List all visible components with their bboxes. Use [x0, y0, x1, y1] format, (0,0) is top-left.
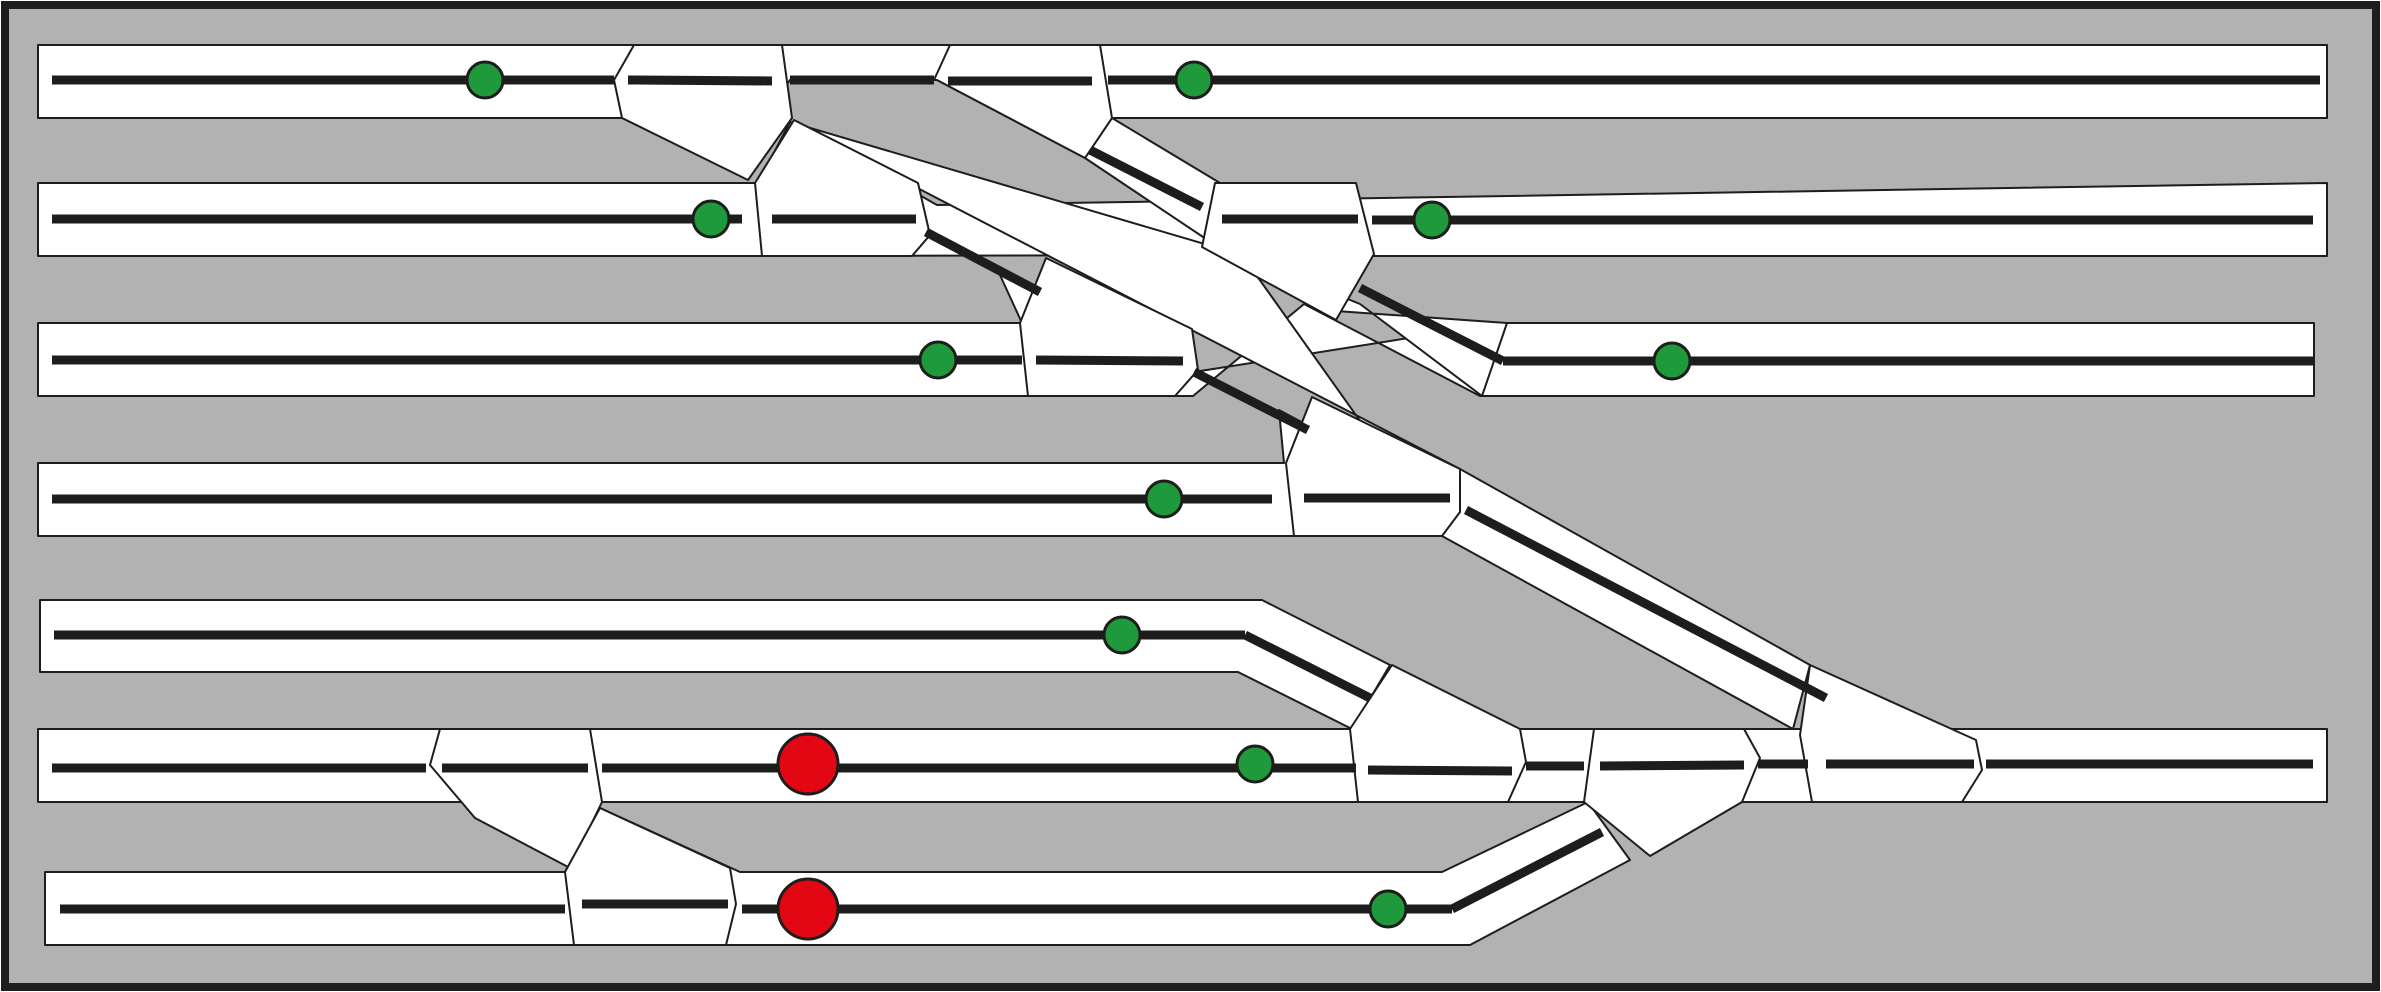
signal-green-track-5-1 [1102, 615, 1142, 655]
rail-3-sw [1035, 355, 1184, 366]
switch-block-t7a [564, 807, 737, 946]
rail-6-sw2 [1367, 765, 1513, 776]
signal-green-track-2-1 [691, 199, 731, 239]
rail-diag-3 [1357, 283, 1506, 366]
signal-green-track-3-1 [918, 340, 958, 380]
signal-green-track-1-1 [465, 60, 505, 100]
signal-green-track-2-2 [1412, 200, 1452, 240]
signals [465, 60, 1692, 941]
signal-green-track-7-2 [1368, 889, 1408, 929]
rail-1-sw1 [627, 75, 773, 86]
signal-red-track-6-1 [776, 732, 840, 796]
signal-green-track-6-2 [1235, 744, 1275, 784]
signal-red-track-7-1 [776, 877, 840, 941]
signal-green-track-1-2 [1174, 60, 1214, 100]
signal-green-track-3-2 [1652, 341, 1692, 381]
rail-diag-5 [1463, 506, 1829, 702]
rail-7-curve [1449, 827, 1605, 914]
rail-6-sw3 [1599, 760, 1745, 771]
rail-diag-1 [1087, 145, 1205, 212]
rails [52, 75, 2320, 914]
rail-5-curve [1242, 630, 1373, 703]
rail-diag-2 [923, 228, 1043, 296]
rail-diag-4 [1191, 367, 1311, 435]
signal-green-track-4-1 [1144, 479, 1184, 519]
